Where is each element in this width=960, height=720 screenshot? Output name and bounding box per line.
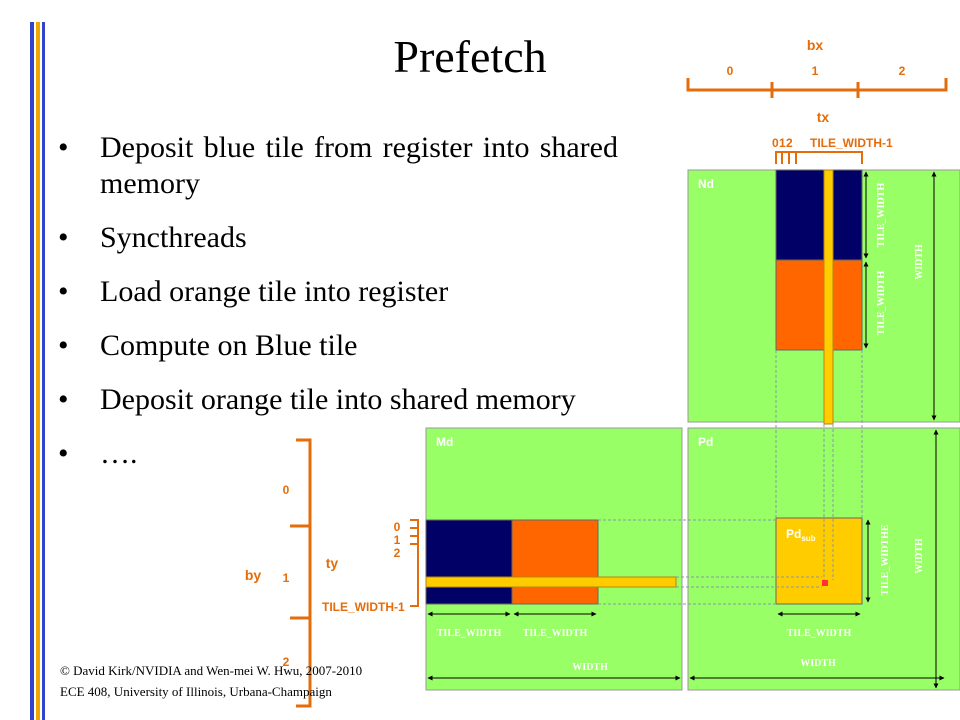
- pd-width-label-bottom: WIDTH: [800, 658, 836, 669]
- bullet-dot: •: [58, 275, 69, 308]
- footer-course: ECE 408, University of Illinois, Urbana-…: [60, 684, 332, 699]
- bullet-text: ….: [100, 437, 138, 470]
- md-dimension-lines: [427, 611, 681, 681]
- nd-orange-tile: [775, 259, 863, 351]
- by-label: by: [245, 567, 262, 583]
- bullet-dot: •: [58, 383, 69, 416]
- bullet-text: Deposit blue tile from register into sha…: [100, 131, 618, 200]
- by-tick-1: 1: [283, 571, 290, 585]
- ty-tick-1: 1: [394, 533, 401, 547]
- nd-width-label: WIDTH: [914, 244, 925, 280]
- bullet-item: • Deposit blue tile from register into sh…: [58, 130, 618, 202]
- ty-label: ty: [326, 555, 339, 571]
- slide-title: Prefetch: [393, 31, 547, 82]
- bullet-dot: •: [58, 437, 69, 470]
- by-bracket: [290, 438, 312, 708]
- bullet-text: Syncthreads: [100, 221, 247, 254]
- md-width-label: WIDTH: [572, 662, 608, 673]
- footer-copyright: © David Kirk/NVIDIA and Wen-mei W. Hwu, …: [60, 663, 363, 678]
- md-label: Md: [436, 435, 453, 449]
- tx-label: tx: [817, 109, 830, 125]
- ty-tick-2: 2: [394, 546, 401, 560]
- bullet-dot: •: [58, 329, 69, 362]
- accent-bar-gold: [36, 22, 40, 720]
- ty-tile-width: TILE_WIDTH-1: [322, 600, 405, 614]
- pdsub-tile: [775, 517, 863, 605]
- bullet-item: • Deposit orange tile into shared memory: [58, 382, 618, 418]
- ty-bracket: [410, 519, 419, 607]
- pd-tile-width-label: TILE_WIDTH: [787, 628, 852, 639]
- bullet-list: • Deposit blue tile from register into sh…: [58, 130, 618, 490]
- nd-tile-width-label-2: TILE_WIDTH: [876, 271, 887, 336]
- md-orange-tile: [511, 519, 599, 605]
- bx-tick-2: 2: [899, 64, 906, 78]
- nd-dimension-lines: [863, 171, 937, 421]
- md-blue-tile: [425, 519, 513, 605]
- bullet-item: • Syncthreads: [58, 220, 618, 256]
- bx-bracket: [686, 78, 948, 98]
- by-tick-2: 2: [283, 655, 290, 669]
- bullet-dot: •: [58, 221, 69, 254]
- bullet-item: • Load orange tile into register: [58, 274, 618, 310]
- pdsub-label-main: Pd: [786, 527, 801, 541]
- ty-tick-0: 0: [394, 520, 401, 534]
- tx-tile-width: TILE_WIDTH-1: [810, 136, 893, 150]
- accent-bar-blue-1: [30, 22, 34, 720]
- md-tile-width-label-1: TILE_WIDTH: [437, 628, 502, 639]
- bx-tick-1: 1: [812, 64, 819, 78]
- nd-label: Nd: [698, 177, 714, 191]
- pdsub-label: Pdsub: [786, 527, 816, 543]
- by-tick-0: 0: [283, 483, 290, 497]
- pd-dimension-lines: [689, 429, 945, 689]
- tx-ticks: 0 1 2: [772, 136, 793, 150]
- guide-lines: [598, 350, 863, 605]
- footer: © David Kirk/NVIDIA and Wen-mei W. Hwu, …: [60, 660, 362, 702]
- pdsub-label-subscript: sub: [801, 534, 815, 543]
- bullet-item: • Compute on Blue tile: [58, 328, 618, 364]
- bx-tick-0: 0: [727, 64, 734, 78]
- pd-element-marker: [822, 580, 828, 586]
- bullet-text: Load orange tile into register: [100, 275, 449, 308]
- nd-blue-tile: [775, 169, 863, 261]
- bullet-text: Deposit orange tile into shared memory: [100, 383, 576, 416]
- bullet-dot: •: [58, 131, 69, 164]
- md-row-strip: [425, 576, 677, 588]
- bullet-item: • ….: [58, 436, 618, 472]
- bx-label: bx: [807, 37, 824, 53]
- md-tile-width-label-2: TILE_WIDTH: [523, 628, 588, 639]
- pd-label: Pd: [698, 435, 713, 449]
- nd-tile-width-label-1: TILE_WIDTH: [876, 183, 887, 248]
- pd-width-label-side: WIDTH: [914, 538, 925, 574]
- pd-tile-widthe-label: TILE_WIDTHE: [880, 524, 891, 595]
- tx-bracket: [775, 151, 863, 164]
- bullet-text: Compute on Blue tile: [100, 329, 358, 362]
- accent-bar-blue-2: [42, 22, 45, 720]
- nd-column-strip: [823, 169, 834, 425]
